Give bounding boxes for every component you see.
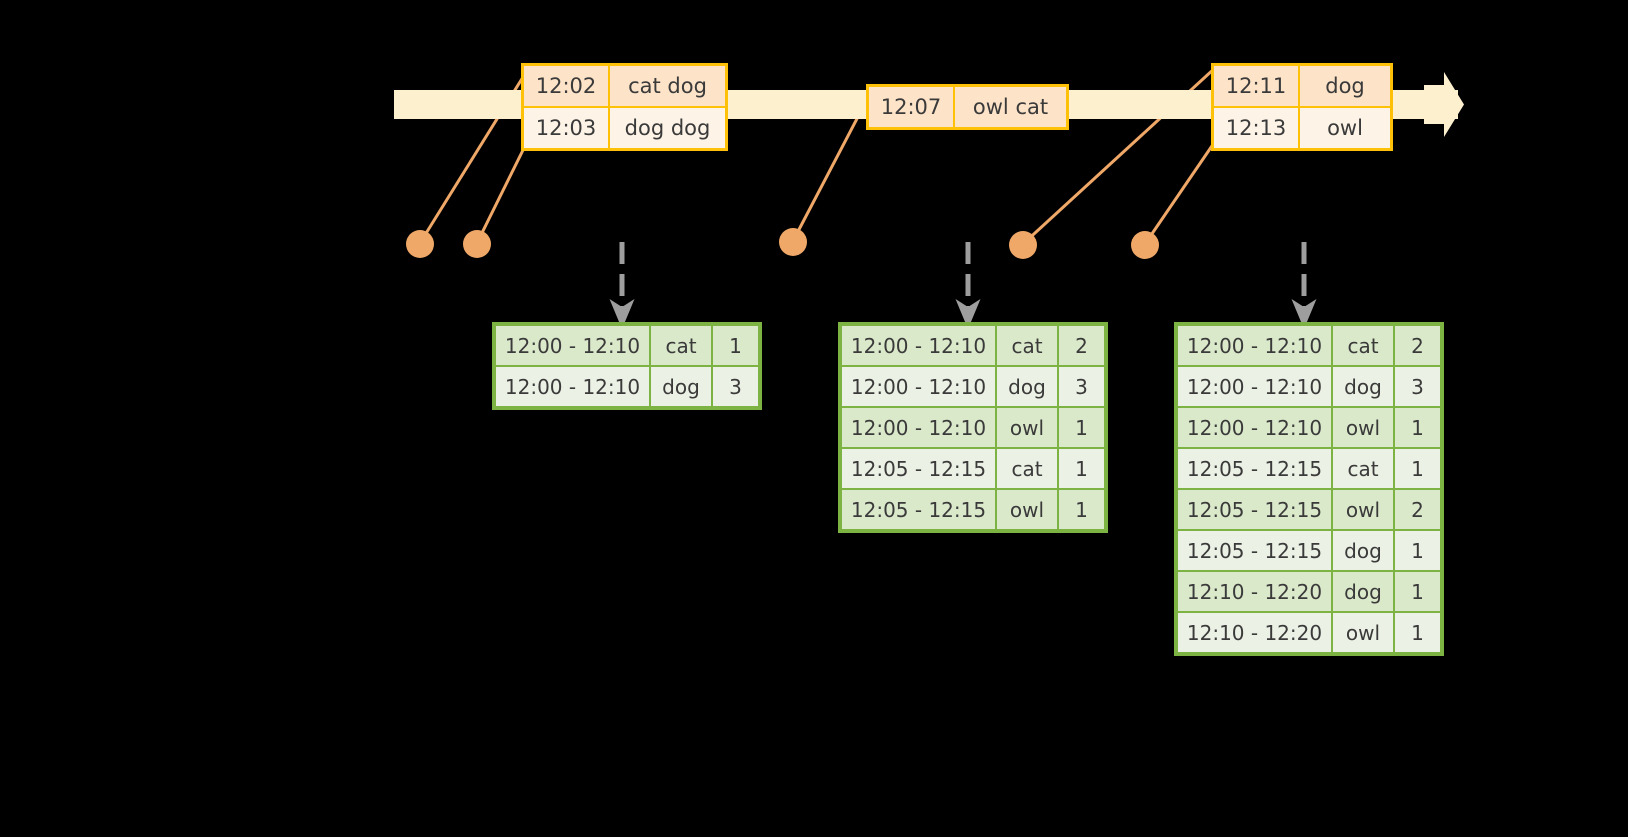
cell-window-value: 12:00 - 12:10 [1178,367,1333,406]
cell-key-value: owl [1333,490,1395,529]
timeline-arrow-icon [1424,72,1464,137]
connector-dot-4 [1009,231,1037,259]
cell-count-value: 1 [1395,572,1440,611]
cell-key-value: cat [997,326,1059,365]
cell-window-value: 12:00 - 12:10 [496,367,651,406]
cell-window-value: 12:10 - 12:20 [1178,572,1333,611]
cell-count-value: 1 [713,326,758,365]
cell-window-value: 12:05 - 12:15 [1178,531,1333,570]
cell-key-value: dog [997,367,1059,406]
cell-window-value: 12:05 - 12:15 [842,490,997,529]
cell-count-value: 1 [1395,531,1440,570]
leader-line-2 [475,139,530,244]
event-row: 12:13 owl [1214,106,1390,148]
event-value: dog [1325,74,1365,98]
cell-count-value: 1 [1059,408,1104,447]
connector-dot-3 [779,228,807,256]
cell-key-value: cat [997,449,1059,488]
cell-key-value: dog [651,367,713,406]
event-box-1[interactable]: 12:02 cat dog 12:03 dog dog [521,63,728,151]
cell-count-value: 1 [1395,408,1440,447]
cell-count-value: 3 [1395,367,1440,406]
cell-count-value: 1 [1059,490,1104,529]
event-row: 12:03 dog dog [524,106,725,148]
event-time: 12:11 [1214,66,1300,106]
cell-key-value: cat [651,326,713,365]
cell-key-value: cat [1333,326,1395,365]
connector-dot-1 [406,230,434,258]
cell-window-value: 12:05 - 12:15 [842,449,997,488]
event-time: 12:02 [524,66,610,106]
event-time: 12:07 [869,87,955,127]
event-value: dog dog [624,116,711,140]
event-time: 12:03 [524,108,610,148]
cell-count-value: 2 [1059,326,1104,365]
cell-window-value: 12:10 - 12:20 [1178,613,1333,652]
cell-key-value: dog [1333,531,1395,570]
event-row: 12:07 owl cat [869,87,1066,127]
cell-count-value: 2 [1395,326,1440,365]
cell-key-value: cat [1333,449,1395,488]
cell-count-value: 1 [1395,613,1440,652]
cell-key-value: owl [997,408,1059,447]
leader-line-5 [1143,139,1218,245]
cell-window-value: 12:00 - 12:10 [842,326,997,365]
cell-count-value: 2 [1395,490,1440,529]
event-row: 12:11 dog [1214,66,1390,106]
cell-window-value: 12:05 - 12:15 [1178,490,1333,529]
cell-window-value: 12:00 - 12:10 [842,408,997,447]
event-time: 12:13 [1214,108,1300,148]
cell-window-value: 12:00 - 12:10 [496,326,651,365]
event-box-3[interactable]: 12:11 dog 12:13 owl [1211,63,1393,151]
cell-count-value: 1 [1059,449,1104,488]
event-box-2[interactable]: 12:07 owl cat [866,84,1069,130]
event-value: owl [1327,116,1363,140]
event-row: 12:02 cat dog [524,66,725,106]
event-value: owl cat [972,95,1049,119]
connector-dot-2 [463,230,491,258]
cell-window-value: 12:00 - 12:10 [842,367,997,406]
cell-window-value: 12:00 - 12:10 [1178,326,1333,365]
cell-window-value: 12:00 - 12:10 [1178,408,1333,447]
cell-count-value: 3 [1059,367,1104,406]
cell-key-value: owl [997,490,1059,529]
cell-count-value: 1 [1395,449,1440,488]
cell-count-value: 3 [713,367,758,406]
connector-dot-5 [1131,231,1159,259]
cell-key-value: dog [1333,367,1395,406]
cell-window-value: 12:05 - 12:15 [1178,449,1333,488]
cell-key-value: dog [1333,572,1395,611]
cell-key-value: owl [1333,613,1395,652]
event-value: cat dog [628,74,707,98]
cell-key-value: owl [1333,408,1395,447]
